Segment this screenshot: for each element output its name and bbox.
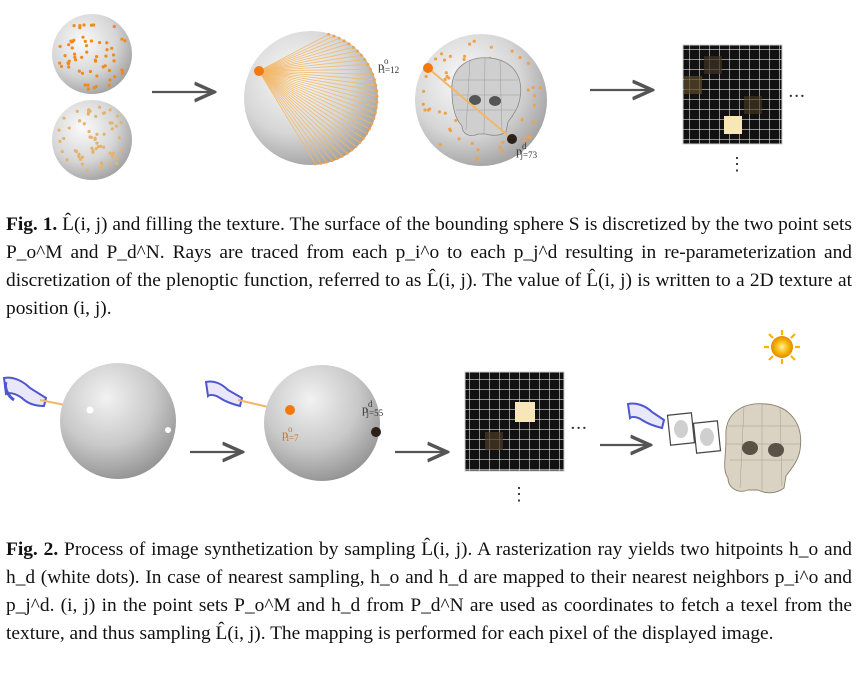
fig1-sphere-skull — [415, 34, 547, 166]
fig2-ellipsis-v: ⋮ — [510, 484, 528, 505]
fig2-sphere-1 — [60, 363, 176, 479]
skull-icon — [451, 57, 522, 136]
figure-1-caption: Fig. 1. L̂(i, j) and filling the texture… — [6, 211, 852, 323]
hand-icon — [204, 380, 244, 408]
figure-2-caption: Fig. 2. Process of image synthetization … — [6, 536, 852, 648]
image-plane-icon — [666, 412, 722, 454]
fig1-beige-point-set — [57, 105, 124, 173]
figure-1-caption-text: L̂(i, j) and filling the texture. The su… — [6, 214, 852, 319]
fig1-small-sphere-top — [52, 14, 132, 94]
figure-2-caption-text: Process of image synthetization by sampl… — [6, 539, 852, 644]
fig2-ellipsis-h: ··· — [570, 418, 587, 439]
fig1-small-sphere-bottom — [52, 100, 132, 180]
figure-2-label: Fig. 2. — [6, 539, 59, 560]
fig1-texture-grid — [682, 44, 783, 145]
fig2-sphere-2 — [264, 365, 381, 481]
fig1-orange-point-set — [58, 23, 127, 91]
skull-icon — [724, 403, 802, 494]
hand-icon — [2, 376, 48, 408]
sun-icon — [764, 330, 800, 364]
fig1-ellipsis-h: ··· — [788, 86, 805, 107]
fig2-texture-grid — [464, 371, 565, 472]
fig1-sphere-rays — [244, 31, 379, 166]
hand-icon — [626, 402, 666, 430]
figure-1-label: Fig. 1. — [6, 214, 58, 235]
fig1-ellipsis-v: ⋮ — [728, 154, 746, 175]
